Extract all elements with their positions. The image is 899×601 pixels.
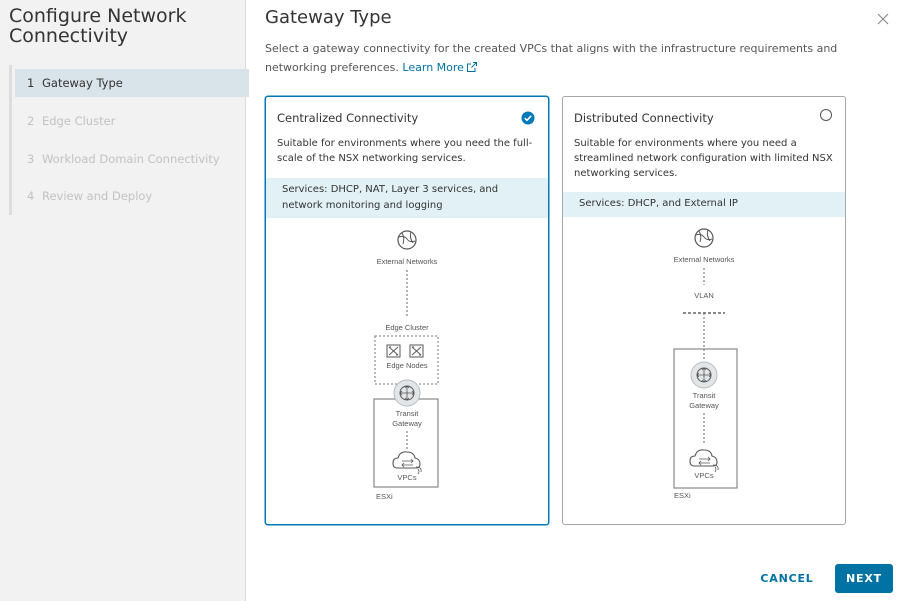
external-networks-label: External Networks (377, 257, 438, 266)
cancel-button[interactable]: CANCEL (752, 565, 822, 593)
card-services: Services: DHCP, NAT, Layer 3 services, a… (266, 178, 548, 218)
vpcs-label: VPCs (694, 471, 713, 480)
step-label: Edge Cluster (41, 114, 116, 128)
select-radio[interactable] (820, 109, 832, 121)
router-icon (690, 361, 718, 389)
distributed-diagram: External Networks VLAN Transit Gateway V… (673, 228, 738, 500)
esxi-box (673, 348, 738, 489)
esxi-label: ESXi (376, 492, 393, 501)
edge-node-icon (409, 344, 424, 358)
edge-nodes-label: Edge Nodes (386, 361, 428, 370)
gateway-label: Gateway (392, 419, 422, 428)
close-button[interactable] (876, 12, 890, 26)
wizard-sidebar: Configure Network Connectivity 1 Gateway… (0, 0, 249, 601)
globe-icon (397, 230, 417, 250)
step-workload-domain-connectivity[interactable]: 3 Workload Domain Connectivity (15, 145, 249, 173)
cloud-icon (689, 449, 719, 473)
page-description: Select a gateway connectivity for the cr… (265, 39, 890, 77)
step-number: 1 (27, 76, 35, 90)
description-text: Select a gateway connectivity for the cr… (265, 42, 838, 74)
next-button[interactable]: NEXT (835, 564, 893, 593)
card-services: Services: DHCP, and External IP (563, 192, 845, 217)
transit-label: Transit (396, 409, 420, 418)
router-icon (393, 379, 421, 407)
edge-cluster-box (374, 335, 439, 385)
learn-more-link[interactable]: Learn More (402, 61, 478, 74)
centralized-connectivity-card[interactable]: Centralized Connectivity Suitable for en… (265, 96, 549, 525)
edge-cluster-label: Edge Cluster (385, 323, 429, 332)
card-title: Centralized Connectivity (277, 111, 419, 125)
step-review-and-deploy[interactable]: 4 Review and Deploy (15, 182, 249, 210)
external-link-icon (466, 62, 477, 72)
gateway-label: Gateway (689, 401, 719, 410)
vlan-label: VLAN (694, 291, 714, 300)
wizard-title: Configure Network Connectivity (9, 5, 187, 47)
card-description: Suitable for environments where you need… (574, 138, 833, 179)
close-icon (877, 13, 889, 25)
card-description: Suitable for environments where you need… (277, 138, 533, 164)
step-label: Gateway Type (41, 76, 123, 90)
step-label: Workload Domain Connectivity (41, 152, 220, 166)
step-number: 4 (27, 189, 35, 203)
distributed-connectivity-card[interactable]: Distributed Connectivity Suitable for en… (562, 96, 846, 525)
page-title: Gateway Type (265, 7, 392, 28)
step-number: 2 (27, 114, 35, 128)
step-number: 3 (27, 152, 35, 166)
step-label: Review and Deploy (41, 189, 153, 203)
esxi-label: ESXi (674, 491, 691, 500)
vpcs-label: VPCs (397, 473, 416, 482)
card-title: Distributed Connectivity (574, 111, 714, 125)
globe-icon (694, 228, 714, 248)
check-circle-icon (521, 111, 535, 125)
edge-node-icon (386, 344, 401, 358)
external-networks-label: External Networks (674, 255, 735, 264)
cloud-icon (392, 451, 422, 475)
step-gateway-type[interactable]: 1 Gateway Type (15, 69, 249, 97)
learn-more-label: Learn More (402, 61, 464, 74)
transit-label: Transit (693, 391, 717, 400)
wizard-steps: 1 Gateway Type 2 Edge Cluster 3 Workload… (9, 65, 249, 215)
centralized-diagram: External Networks Edge Cluster Edge Node… (373, 230, 439, 501)
step-edge-cluster[interactable]: 2 Edge Cluster (15, 107, 249, 135)
